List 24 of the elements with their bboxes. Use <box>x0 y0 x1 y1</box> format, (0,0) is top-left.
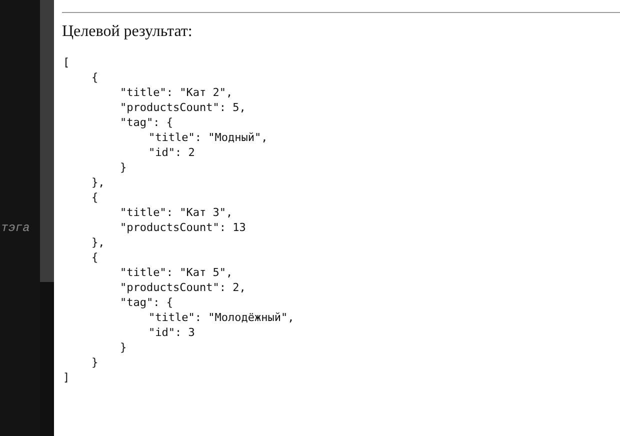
code-line: "productsCount": 5, <box>120 100 246 115</box>
code-line: "title": "Кат 3", <box>120 205 233 220</box>
code-line: "title": "Кат 2", <box>120 85 233 100</box>
code-line: }, <box>92 235 105 250</box>
heading: Целевой результат: <box>62 23 192 41</box>
code-line: "title": "Молодёжный", <box>148 310 294 325</box>
code-line: ] <box>63 370 70 385</box>
code-line: "tag": { <box>120 115 173 130</box>
code-line: { <box>92 250 98 265</box>
code-line: } <box>120 340 127 355</box>
code-line: "title": "Модный", <box>148 130 268 145</box>
code-line: "productsCount": 13 <box>120 220 246 235</box>
code-line: { <box>92 70 98 85</box>
code-line: { <box>92 190 98 205</box>
code-line: } <box>120 160 127 175</box>
code-line: "id": 3 <box>148 325 195 340</box>
code-line: "productsCount": 2, <box>120 280 246 295</box>
code-line: [ <box>63 55 70 70</box>
code-line: } <box>92 355 98 370</box>
code-line: }, <box>92 175 105 190</box>
cropped-sidebar-text: тэга <box>1 221 30 235</box>
code-line: "tag": { <box>120 295 173 310</box>
code-line: "id": 2 <box>148 145 195 160</box>
code-line: "title": "Кат 5", <box>120 265 233 280</box>
